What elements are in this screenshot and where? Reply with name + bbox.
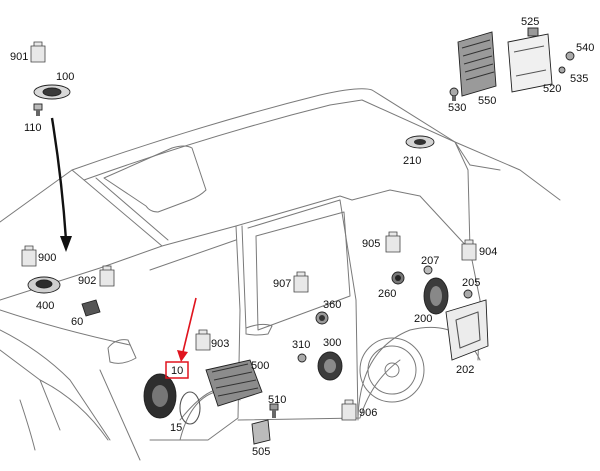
label-400: 400: [36, 300, 54, 312]
flag-907: [293, 271, 309, 293]
amplifier-500: [205, 359, 263, 407]
label-901: 901: [10, 51, 28, 63]
label-520: 520: [543, 83, 561, 95]
screw-110: [33, 103, 43, 116]
speaker-210: [405, 135, 435, 149]
label-60: 60: [71, 316, 83, 328]
arrow-highlight: [177, 297, 197, 362]
clip-505: [251, 419, 271, 445]
flag-901: [30, 41, 46, 63]
nut-525: [527, 27, 539, 37]
label-904: 904: [479, 246, 497, 258]
screw-510: [269, 403, 279, 418]
highlight-box: [165, 361, 189, 379]
speaker-400: [27, 276, 61, 294]
part-labels: 901 100 110 900 400 902 60 525 540 535 5…: [10, 16, 594, 458]
label-530: 530: [448, 102, 466, 114]
side-mirror: [107, 339, 137, 364]
screw-530: [449, 87, 459, 101]
speaker-300: [317, 351, 343, 381]
speaker-10: [143, 373, 177, 419]
bracket-520: [507, 33, 553, 93]
label-525: 525: [521, 16, 539, 28]
screw-535: [558, 66, 566, 74]
part-207: [423, 265, 433, 275]
label-205: 205: [462, 277, 480, 289]
flag-900: [21, 245, 37, 267]
label-903: 903: [211, 338, 229, 350]
flag-904: [461, 239, 477, 261]
label-500: 500: [251, 360, 269, 372]
part-360: [315, 311, 329, 325]
label-202: 202: [456, 364, 474, 376]
screw-310: [297, 353, 307, 363]
ring-15: [179, 391, 201, 425]
label-510: 510: [268, 394, 286, 406]
label-905: 905: [362, 238, 380, 250]
label-260: 260: [378, 288, 396, 300]
part-260: [391, 271, 405, 285]
speaker-200: [423, 277, 449, 315]
sliding-door: [247, 199, 359, 421]
screw-205: [463, 289, 473, 299]
label-207: 207: [421, 255, 439, 267]
label-902: 902: [78, 275, 96, 287]
label-540: 540: [576, 42, 594, 54]
hood: [0, 309, 131, 346]
label-505: 505: [252, 446, 270, 458]
door-handle: [245, 323, 273, 336]
label-550: 550: [478, 95, 496, 107]
label-15: 15: [170, 422, 182, 434]
label-900: 900: [38, 252, 56, 264]
label-100: 100: [56, 71, 74, 83]
bracket-202: [445, 299, 489, 361]
label-906: 906: [359, 407, 377, 419]
flag-905: [385, 231, 401, 253]
label-535: 535: [570, 73, 588, 85]
part-60: [81, 299, 101, 317]
label-200: 200: [414, 313, 432, 325]
label-210: 210: [403, 155, 421, 167]
rear-wheel: [359, 337, 425, 403]
bolt-540: [565, 51, 575, 61]
flag-902: [99, 265, 115, 287]
control-unit-550: [457, 31, 497, 97]
speaker-100: [33, 84, 71, 100]
label-10: 10: [171, 365, 183, 377]
label-110: 110: [24, 122, 42, 134]
label-310: 310: [292, 339, 310, 351]
arrow-roof-to-900: [50, 117, 72, 252]
vehicle-outline: [0, 88, 561, 461]
sunroof: [103, 145, 207, 213]
label-300: 300: [323, 337, 341, 349]
flag-906: [341, 399, 357, 421]
flag-903: [195, 329, 211, 351]
label-907: 907: [273, 278, 291, 290]
label-360: 360: [323, 299, 341, 311]
